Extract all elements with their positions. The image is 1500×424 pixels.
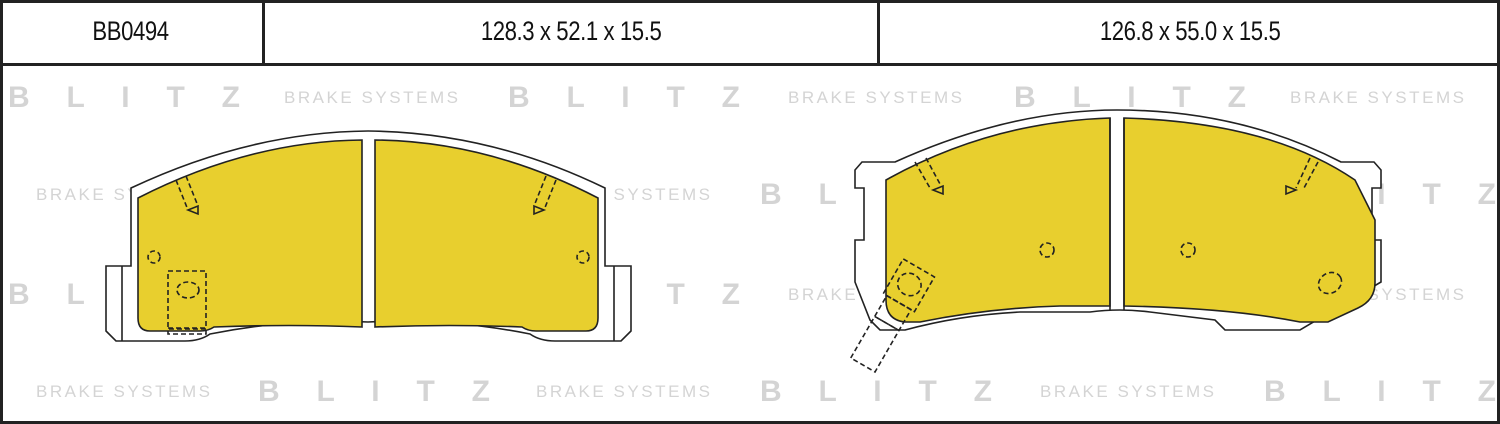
pad1-dimensions: 128.3 x 52.1 x 15.5	[480, 16, 662, 46]
watermark-brand: B L I T Z	[1014, 81, 1246, 114]
watermark-tagline: BRAKE SYSTEMS	[1290, 88, 1468, 107]
part-number: BB0494	[92, 16, 170, 46]
pad2-dimensions-cell: 126.8 x 55.0 x 15.5	[880, 0, 1500, 63]
brake-pad-right	[849, 109, 1382, 374]
watermark-tagline: BRAKE SYSTEMS	[788, 88, 966, 107]
spec-header: BB0494 128.3 x 52.1 x 15.5 126.8 x 55.0 …	[0, 0, 1500, 66]
watermark-tagline: BRAKE SYSTEMS	[36, 382, 214, 401]
watermark-brand: B L I T Z	[508, 81, 740, 114]
watermark-brand: B L I T Z	[1264, 375, 1496, 408]
watermark-brand: B L I T Z	[760, 375, 992, 408]
pad2-dimensions: 126.8 x 55.0 x 15.5	[1099, 16, 1281, 46]
watermark-layer: B L I T Z BRAKE SYSTEMS B L I T Z BRAKE …	[0, 66, 1500, 424]
watermark-tagline: BRAKE SYSTEMS	[1040, 382, 1218, 401]
watermark-brand: B L I T Z	[258, 375, 490, 408]
brake-pad-left	[105, 130, 632, 342]
part-number-cell: BB0494	[0, 0, 265, 63]
watermark-brand: B L I T Z	[8, 81, 240, 114]
watermark-pattern: B L I T Z BRAKE SYSTEMS B L I T Z BRAKE …	[8, 81, 1496, 408]
watermark-tagline: BRAKE SYSTEMS	[284, 88, 462, 107]
watermark-tagline: BRAKE SYSTEMS	[536, 382, 714, 401]
pad1-dimensions-cell: 128.3 x 52.1 x 15.5	[265, 0, 880, 63]
